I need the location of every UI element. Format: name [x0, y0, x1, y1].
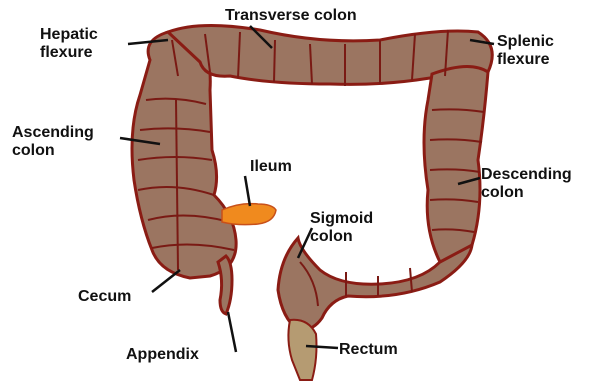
- rectum-label: Rectum: [339, 341, 398, 359]
- ileum-label: Ileum: [250, 158, 292, 176]
- ascending-colon-label: Ascending colon: [12, 124, 94, 160]
- sigmoid-colon-label: Sigmoid colon: [310, 210, 373, 246]
- hepatic-flexure-label: Hepatic flexure: [40, 26, 98, 62]
- splenic-flexure-label: Splenic flexure: [497, 33, 554, 69]
- appendix-label: Appendix: [126, 346, 199, 364]
- descending-colon-label: Descending colon: [481, 166, 572, 202]
- ileum-shape: [222, 204, 276, 225]
- descending-colon-shape: [424, 66, 488, 263]
- leader-cecum: [152, 270, 180, 292]
- leader-appendix: [228, 312, 236, 352]
- cecum-label: Cecum: [78, 288, 131, 306]
- transverse-colon-label: Transverse colon: [225, 7, 357, 25]
- leader-ileum: [245, 176, 250, 206]
- rectum-shape: [288, 320, 316, 380]
- appendix-shape: [218, 256, 232, 314]
